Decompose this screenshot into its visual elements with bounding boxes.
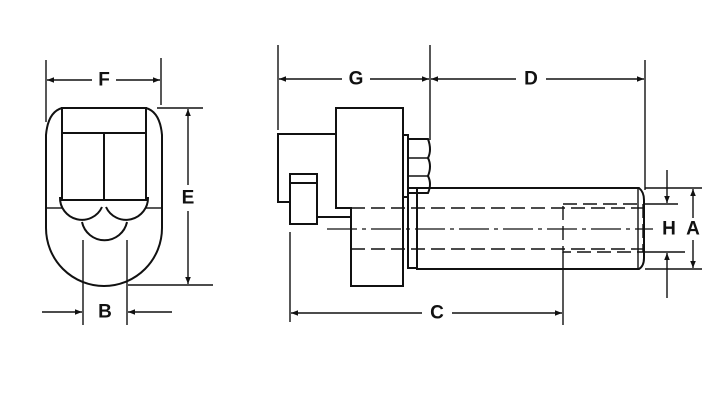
hex-nut bbox=[407, 138, 431, 194]
roller-arc-left bbox=[58, 196, 103, 221]
dimension-label-f: F bbox=[98, 70, 110, 91]
roller-arc-bottom bbox=[81, 221, 128, 242]
stud-shaft bbox=[416, 187, 645, 270]
dimension-label-d: D bbox=[524, 69, 538, 90]
housing-outline bbox=[277, 107, 404, 287]
collar bbox=[407, 187, 418, 269]
housing-step bbox=[335, 134, 352, 217]
dimension-label-g: G bbox=[349, 69, 364, 90]
dimension-label-b: B bbox=[98, 302, 112, 323]
dimension-label-e: E bbox=[182, 188, 195, 209]
label-backdrop bbox=[659, 219, 703, 239]
dimension-label-a: A bbox=[686, 219, 700, 240]
dimension-label-h: H bbox=[662, 219, 676, 240]
side-view: G D H A C bbox=[277, 45, 703, 325]
dimension-label-c: C bbox=[430, 303, 444, 324]
end-view-outline bbox=[45, 107, 163, 287]
hidden-bore bbox=[562, 203, 644, 253]
end-view: F E B bbox=[42, 58, 213, 325]
roller-block bbox=[289, 173, 318, 225]
roller-arc-right bbox=[105, 196, 150, 221]
